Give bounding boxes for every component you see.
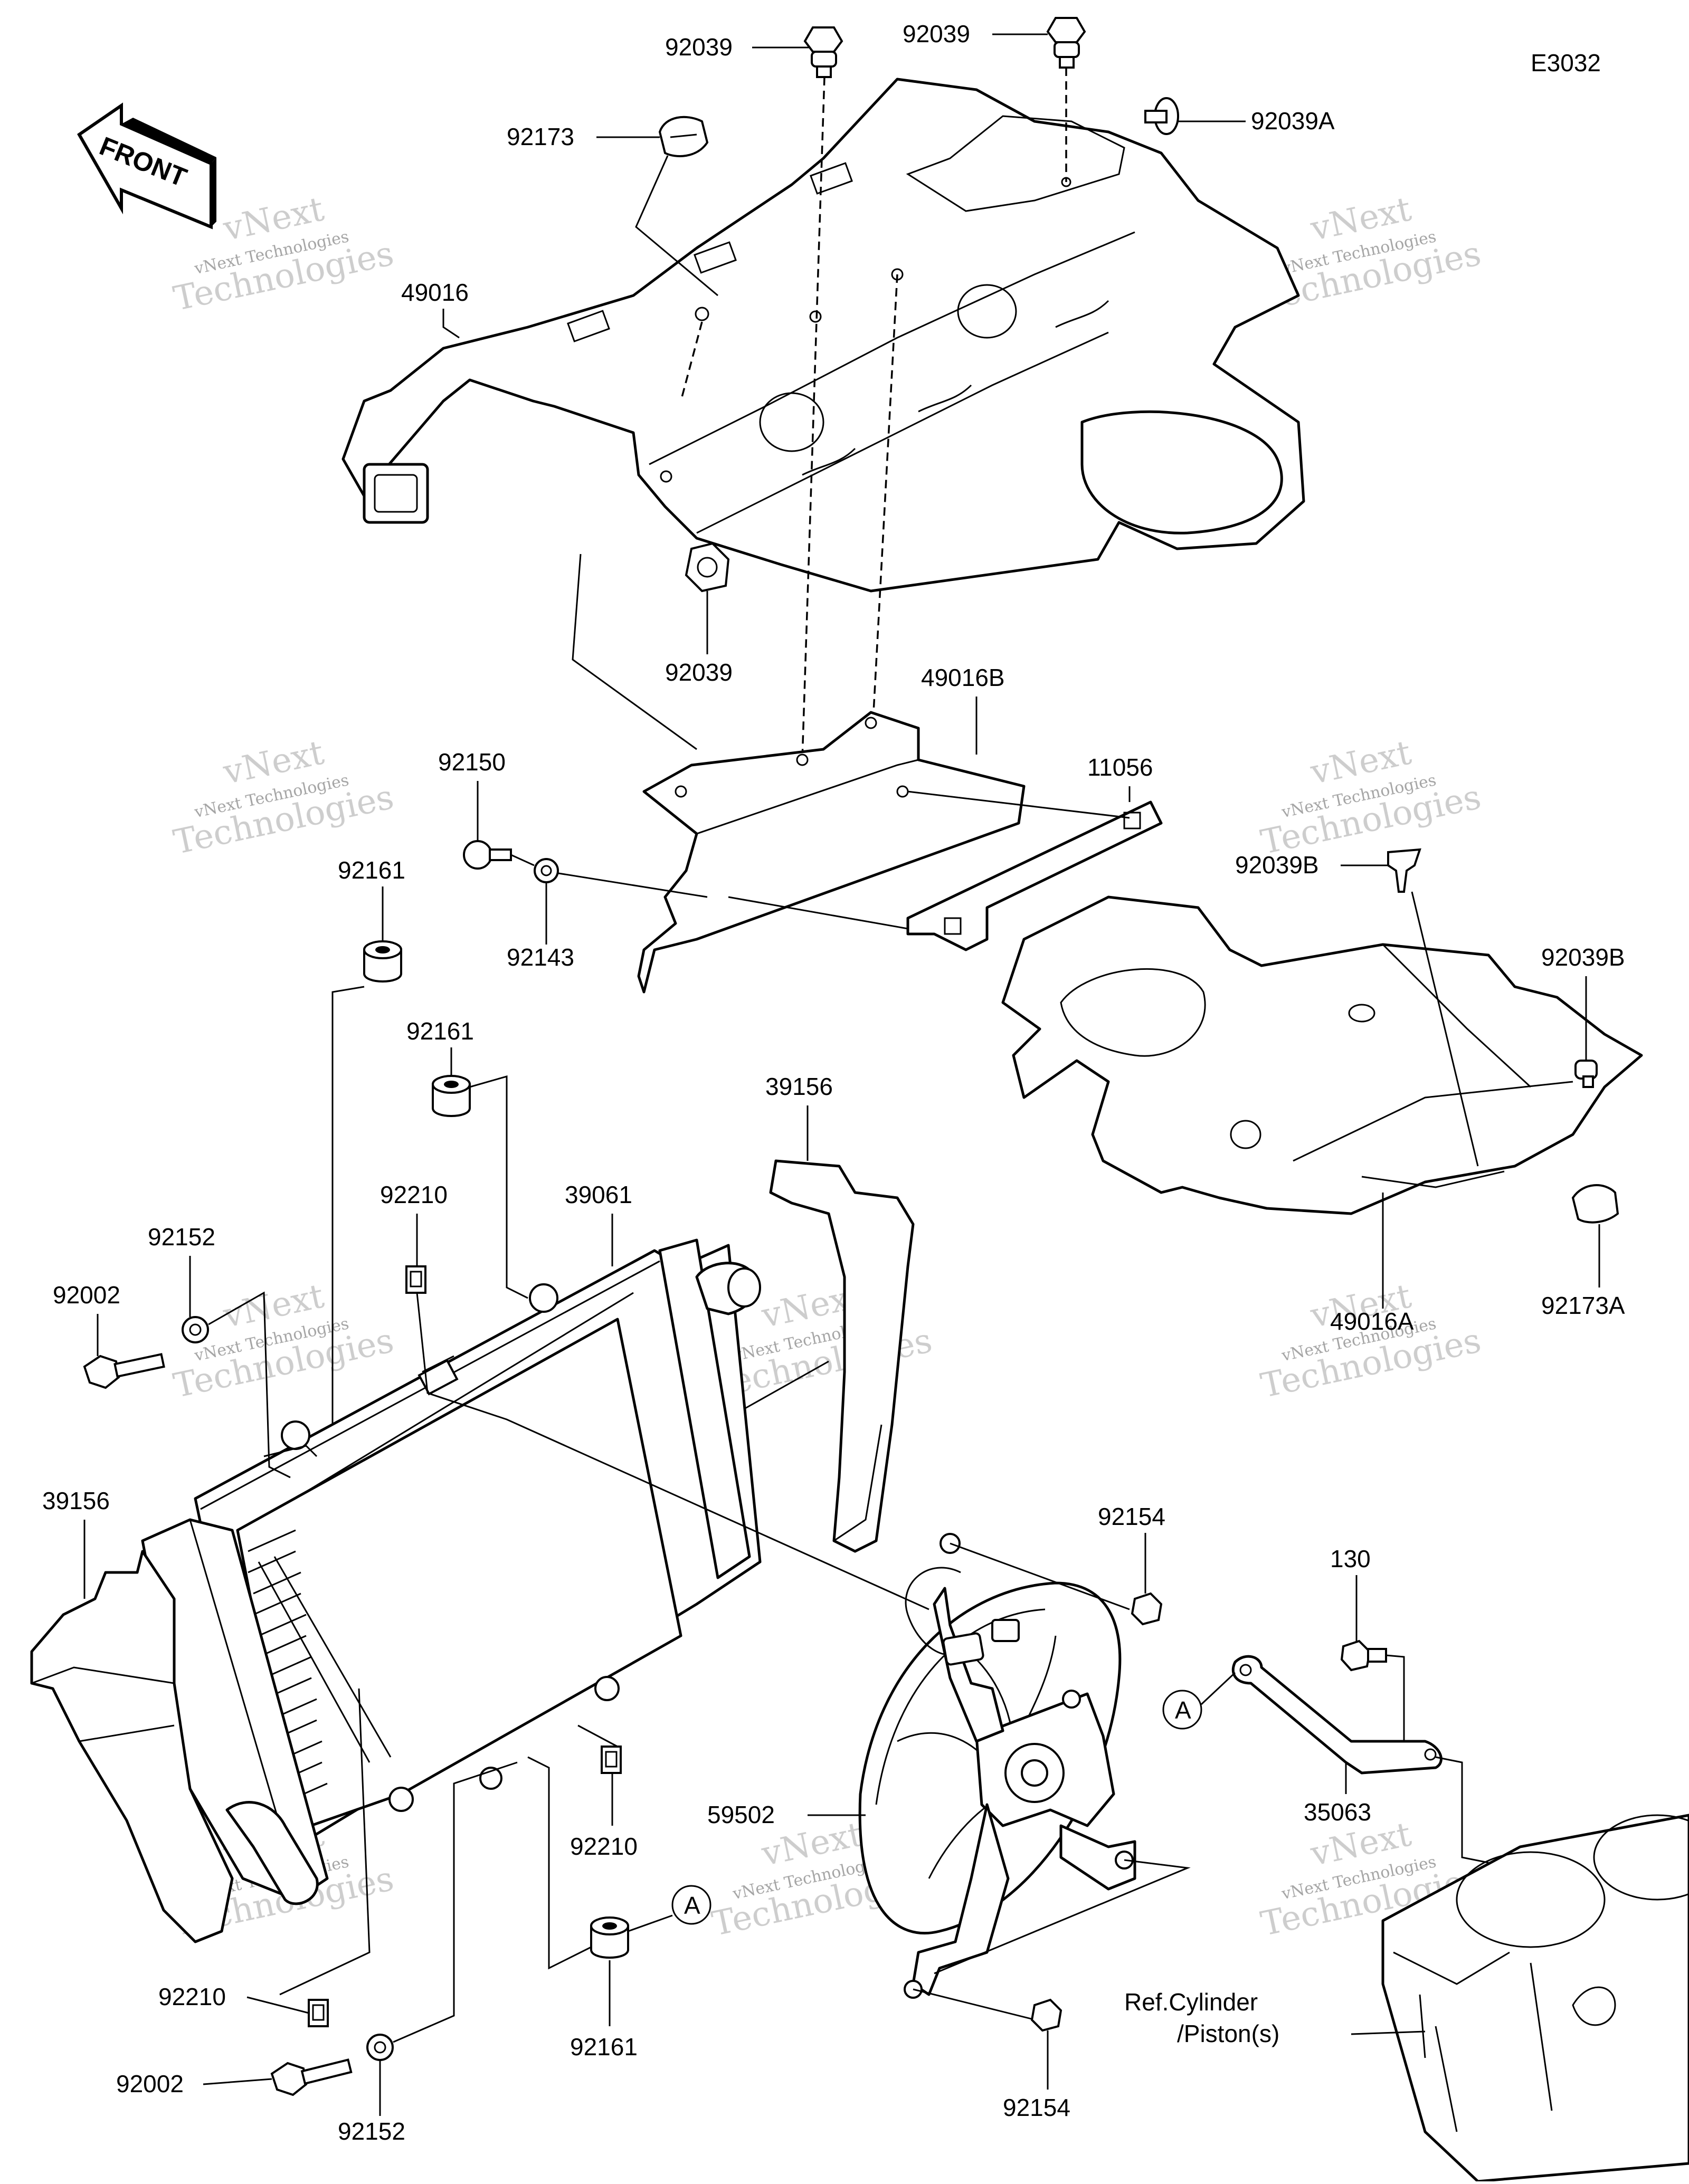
part-label-92210: 92210 xyxy=(158,1983,226,2010)
leader-line xyxy=(510,854,535,866)
bolt-92150[interactable] xyxy=(463,840,512,870)
callout-letter: A xyxy=(1175,1696,1191,1724)
clamp-92173[interactable] xyxy=(658,116,709,157)
leader-line xyxy=(934,1859,1191,1975)
leader-line xyxy=(744,1360,829,1410)
nut-92039-mid[interactable] xyxy=(685,542,730,593)
washer-92152-a[interactable] xyxy=(182,1316,209,1343)
bolt-92002-b[interactable] xyxy=(270,2058,353,2096)
leader-line xyxy=(311,986,365,1479)
heat-guard-49016[interactable] xyxy=(341,78,1305,593)
leader-line xyxy=(279,1688,371,1996)
part-label-92039: 92039 xyxy=(665,33,733,61)
part-label-39156: 39156 xyxy=(42,1487,110,1514)
leader-line xyxy=(1435,1756,1489,1864)
part-label-92173A: 92173A xyxy=(1541,1292,1625,1319)
clip-92210-b[interactable] xyxy=(601,1746,622,1774)
shroud-39156-right[interactable] xyxy=(769,1159,915,1553)
leader-line xyxy=(527,1756,592,1970)
part-label-92039: 92039 xyxy=(903,20,970,47)
ref-line-1: Ref.Cylinder xyxy=(1124,1988,1258,2016)
part-label-92210: 92210 xyxy=(380,1181,448,1208)
leader-line xyxy=(1386,1654,1426,1753)
part-label-92154: 92154 xyxy=(1098,1503,1165,1530)
part-label-39061: 39061 xyxy=(565,1181,632,1208)
part-label-49016: 49016 xyxy=(401,279,469,306)
part-label-92152: 92152 xyxy=(338,2118,405,2145)
bolt-92039-top-b[interactable] xyxy=(1046,17,1086,69)
washer-92143[interactable] xyxy=(534,858,559,883)
bolt-92154-a[interactable] xyxy=(1131,1592,1163,1626)
part-label-92173: 92173 xyxy=(507,123,574,150)
part-label-92143: 92143 xyxy=(507,943,574,971)
part-label-92161: 92161 xyxy=(406,1017,474,1045)
part-label-92002: 92002 xyxy=(116,2070,184,2097)
part-label-92039B: 92039B xyxy=(1235,851,1319,879)
callout-a-lower: A xyxy=(671,1885,711,1925)
part-label-11056: 11056 xyxy=(1087,754,1153,781)
leader-line xyxy=(950,1542,1130,1610)
part-label-92039: 92039 xyxy=(665,659,733,686)
leader-line xyxy=(1411,891,1479,1167)
damper-92161-b[interactable] xyxy=(432,1075,471,1117)
leader-line xyxy=(913,1988,1040,2022)
part-label-92161: 92161 xyxy=(338,856,405,884)
part-label-92039A: 92039A xyxy=(1251,107,1335,135)
damper-92161-c[interactable] xyxy=(590,1916,629,1959)
front-arrow-icon: FRONT xyxy=(77,102,216,230)
leader-line xyxy=(208,1291,291,1479)
callout-letter: A xyxy=(684,1892,700,1919)
leader-line xyxy=(628,1914,673,1932)
shroud-39156-left[interactable] xyxy=(30,1550,234,1943)
part-label-39156: 39156 xyxy=(765,1073,833,1100)
part-label-130: 130 xyxy=(1330,1545,1371,1572)
leader-line xyxy=(1200,1672,1236,1705)
ref-line-2: /Piston(s) xyxy=(1177,2020,1279,2047)
leader-line xyxy=(393,1761,518,2043)
bolt-92039-top-a[interactable] xyxy=(803,26,843,78)
part-label-92150: 92150 xyxy=(438,748,506,776)
leader-line xyxy=(469,1075,528,1299)
clip-92210-a[interactable] xyxy=(405,1265,426,1294)
stay-11056[interactable] xyxy=(728,790,1163,951)
clip-92039A[interactable] xyxy=(1144,97,1179,135)
leader-line xyxy=(1351,2030,1426,2035)
clip-92039B-a[interactable] xyxy=(1387,848,1421,893)
part-label-35063: 35063 xyxy=(1304,1798,1371,1826)
leader-line xyxy=(416,1292,929,1610)
part-label-59502: 59502 xyxy=(707,1801,775,1828)
stay-35063[interactable] xyxy=(1231,1655,1443,1775)
bracket-49016B[interactable] xyxy=(637,711,1026,994)
leader-line xyxy=(577,1724,618,1748)
callout-a-upper: A xyxy=(1162,1690,1202,1730)
fan-assembly-59502[interactable] xyxy=(858,1533,1136,1999)
part-label-92210: 92210 xyxy=(570,1833,638,1860)
part-label-92152: 92152 xyxy=(148,1223,215,1251)
damper-92161-a[interactable] xyxy=(363,940,402,983)
leader-line xyxy=(572,554,697,750)
fastener-guide xyxy=(801,77,825,760)
heat-guard-49016A[interactable] xyxy=(1001,895,1643,1215)
part-label-92154: 92154 xyxy=(1003,2094,1070,2121)
bolt-92002-a[interactable] xyxy=(83,1353,165,1389)
diagram-code: E3032 xyxy=(1531,49,1601,77)
clip-92210-c[interactable] xyxy=(308,1999,329,2027)
part-label-92161: 92161 xyxy=(570,2033,638,2061)
part-labels: 92039 92039 92039A 92173 49016 92039 490… xyxy=(42,20,1625,2145)
washer-92152-b[interactable] xyxy=(366,2034,394,2061)
bolt-130[interactable] xyxy=(1340,1639,1387,1672)
part-label-92002: 92002 xyxy=(53,1281,120,1309)
part-label-49016B: 49016B xyxy=(921,664,1005,691)
leader-line xyxy=(558,872,708,898)
bolt-92154-b[interactable] xyxy=(1030,1998,1062,2032)
clamp-92173A[interactable] xyxy=(1571,1184,1619,1224)
cylinder-reference xyxy=(1381,1814,1689,2183)
part-label-49016A: 49016A xyxy=(1330,1308,1414,1335)
fastener-guide xyxy=(872,274,898,713)
part-label-92039B: 92039B xyxy=(1541,943,1625,971)
